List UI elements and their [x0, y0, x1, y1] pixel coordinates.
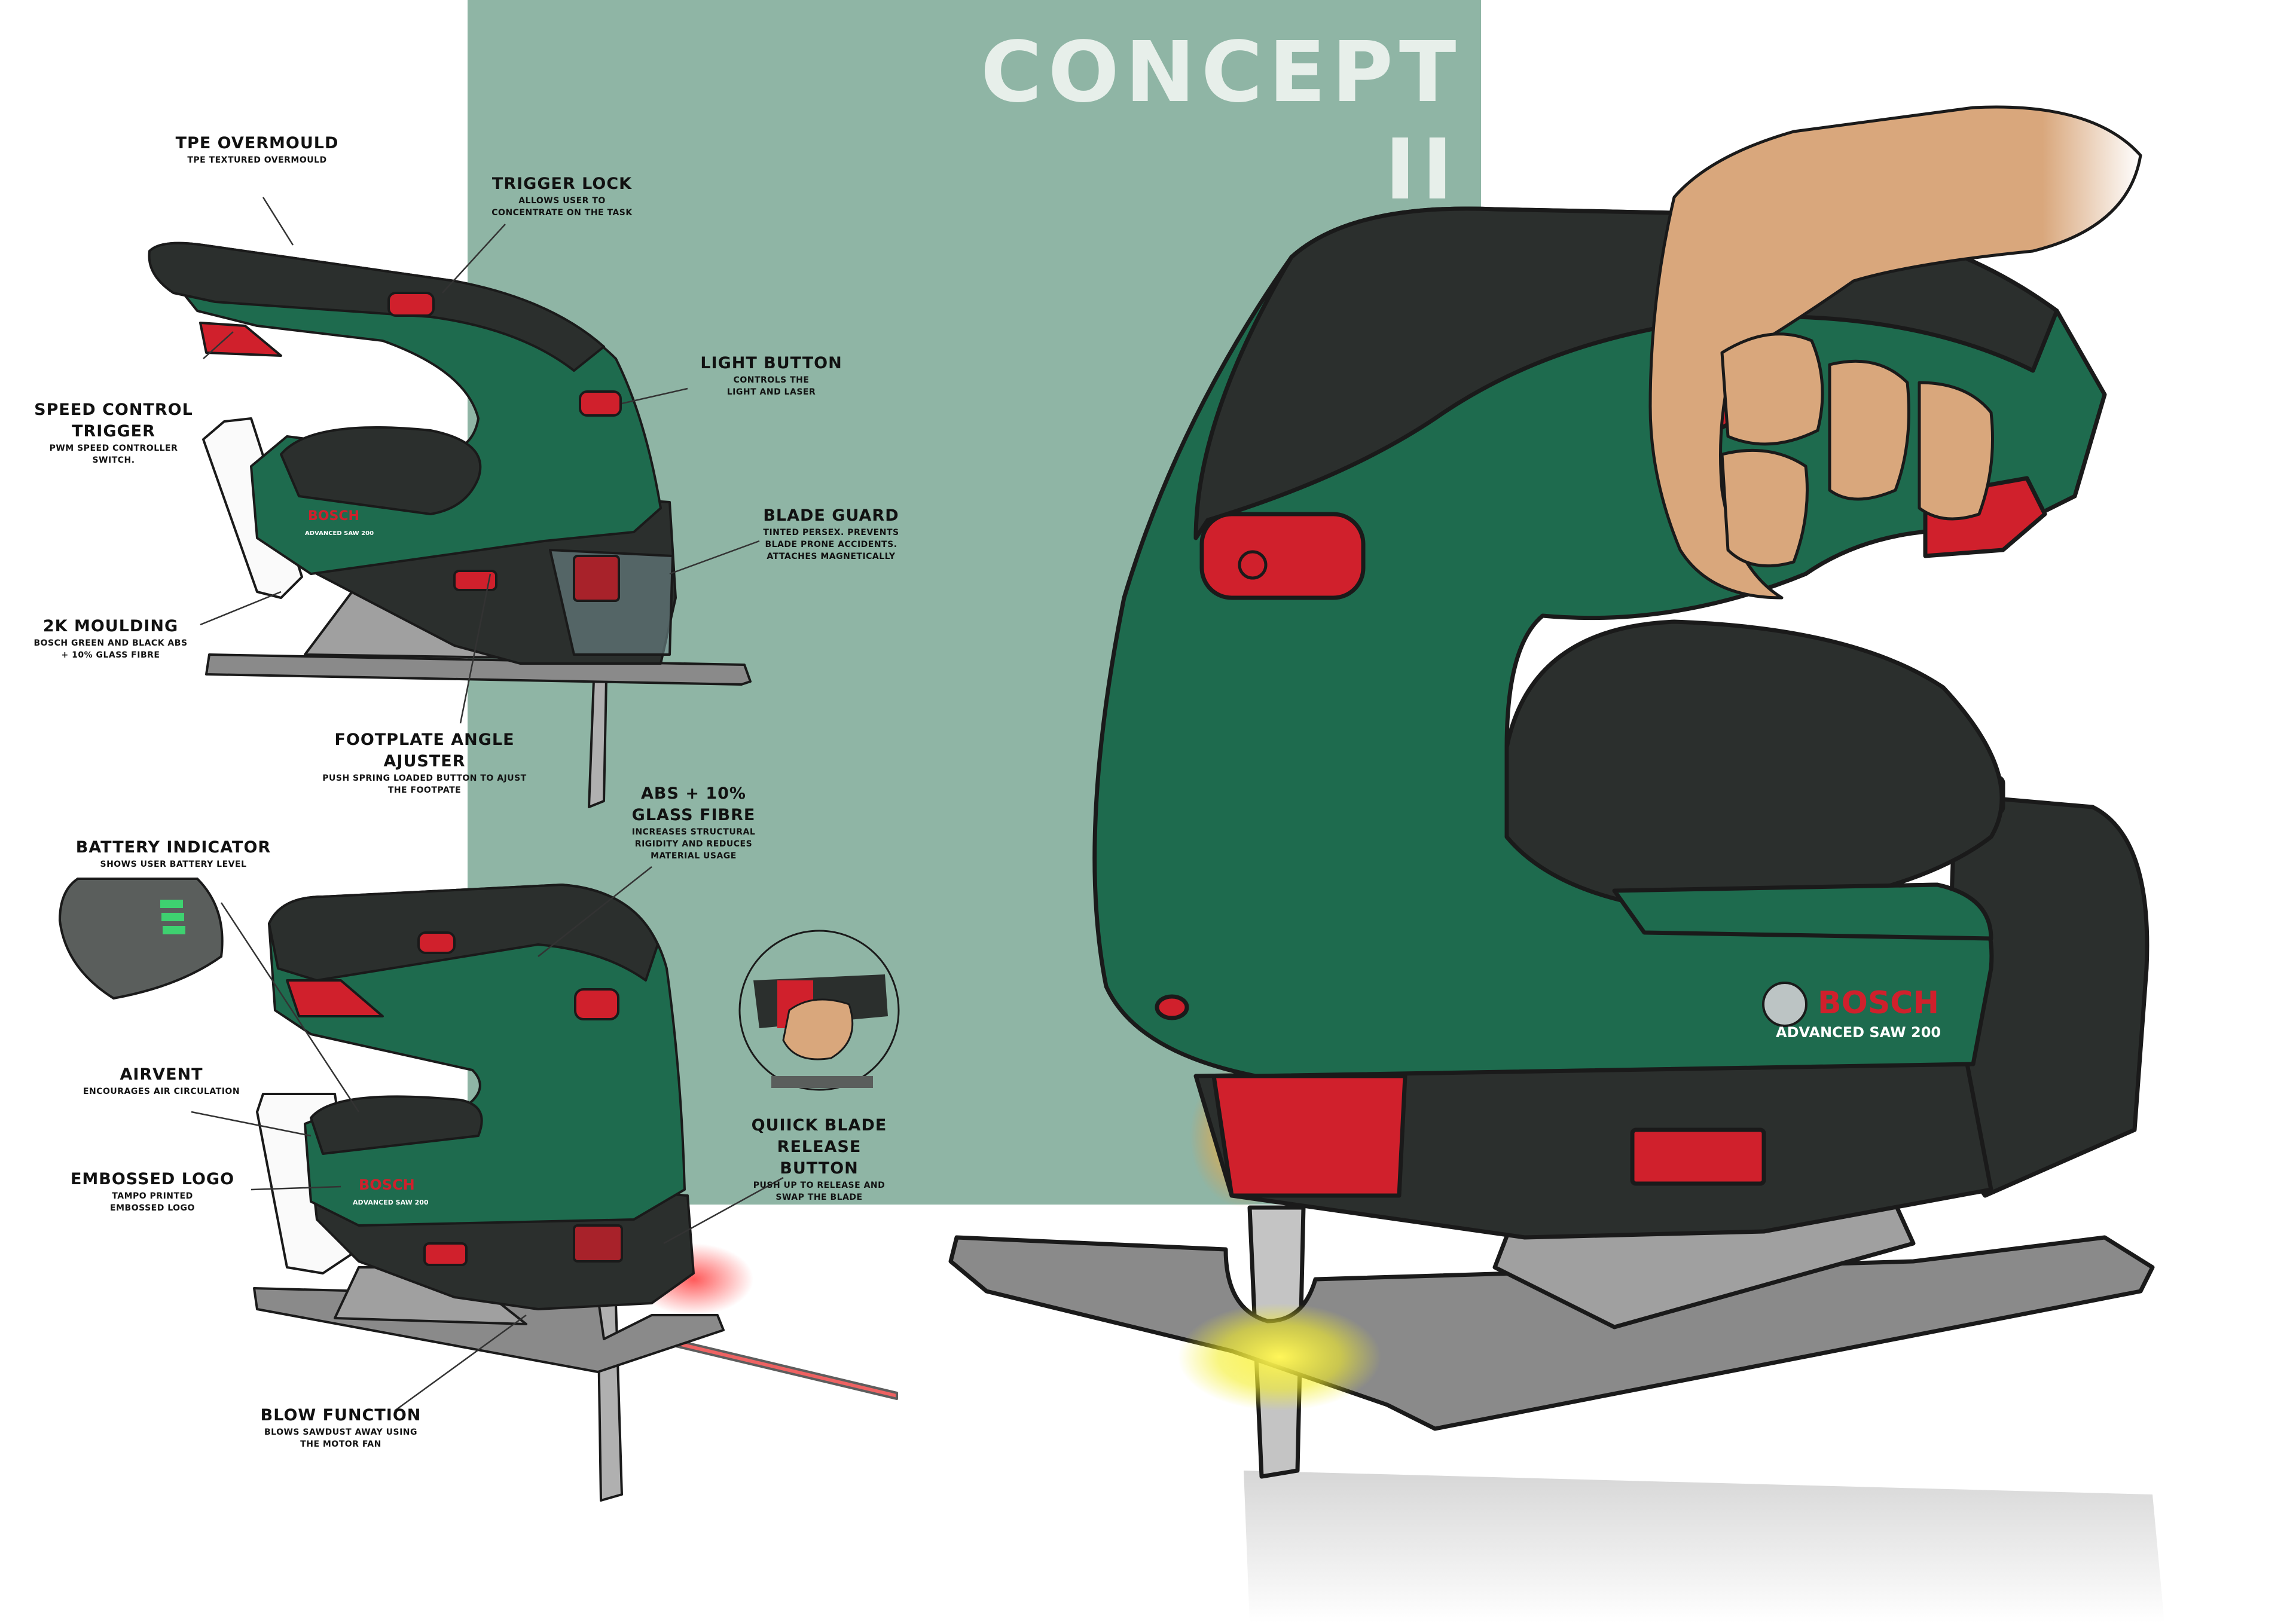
callout-desc: PWM SPEED CONTROLLER SWITCH. — [49, 444, 178, 465]
callout-speed-control: SPEED CONTROL TRIGGER PWM SPEED CONTROLL… — [24, 399, 203, 466]
trigger-lock — [387, 292, 435, 317]
callout-desc: PUSH SPRING LOADED BUTTON TO AJUST THE F… — [322, 774, 527, 795]
callout-desc: CONTROLS THE LIGHT AND LASER — [726, 375, 816, 397]
callout-title: TPE OVERMOULD — [175, 134, 339, 152]
callout-desc: ALLOWS USER TO CONCENTRATE ON THE TASK — [491, 196, 633, 218]
battery-indicator-housing — [58, 878, 224, 1000]
hero-handle-lip — [1612, 882, 1993, 941]
callout-footplate-angle: FOOTPLATE ANGLE AJUSTER PUSH SPRING LOAD… — [293, 729, 556, 796]
footplate — [205, 653, 752, 686]
footplate-adjuster — [453, 570, 497, 591]
inset-footplate — [771, 1076, 873, 1088]
callout-trigger-lock: TRIGGER LOCK ALLOWS USER TO CONCENTRATE … — [460, 173, 664, 219]
bottom-footplate-adjuster — [423, 1242, 468, 1266]
hero-logo-brand: BOSCH — [1818, 985, 1939, 1021]
hero-battery-pack — [1941, 793, 2150, 1198]
inset-finger — [782, 998, 854, 1060]
top-logo-brand: BOSCH — [308, 509, 359, 524]
top-logo-model: ADVANCED SAW 200 — [305, 530, 374, 537]
top-jigsaw — [148, 242, 752, 808]
bottom-top-grip — [268, 884, 659, 982]
bottom-quick-release — [573, 1224, 623, 1263]
bosch-armature-icon — [1762, 982, 1808, 1027]
callout-title: BATTERY INDICATOR — [75, 838, 271, 857]
hero-reflection — [1244, 1471, 2164, 1623]
callout-airvent: AIRVENT ENCOURAGES AIR CIRCULATION — [66, 1064, 257, 1098]
callout-desc: TAMPO PRINTED EMBOSSED LOGO — [110, 1191, 195, 1213]
callout-title: LIGHT BUTTON — [700, 354, 842, 372]
callout-desc: TINTED PERSEX. PREVENTS BLADE PRONE ACCI… — [763, 528, 899, 561]
callout-desc: BOSCH GREEN AND BLACK ABS + 10% GLASS FI… — [33, 638, 188, 660]
bottom-logo-model: ADVANCED SAW 200 — [353, 1199, 429, 1206]
callout-desc: TPE TEXTURED OVERMOULD — [187, 155, 327, 165]
callout-desc: ENCOURAGES AIR CIRCULATION — [83, 1087, 240, 1096]
callout-title: AIRVENT — [120, 1065, 203, 1084]
battery-outline — [202, 417, 303, 599]
callout-embossed-logo: EMBOSSED LOGO TAMPO PRINTED EMBOSSED LOG… — [60, 1169, 245, 1214]
callout-title: ABS + 10% GLASS FIBRE — [631, 784, 756, 824]
battery-bar-1 — [160, 900, 183, 908]
leader-lines — [191, 197, 784, 1412]
callout-light-button: LIGHT BUTTON CONTROLS THE LIGHT AND LASE… — [682, 353, 861, 398]
callout-blow-function: BLOW FUNCTION BLOWS SAWDUST AWAY USING T… — [239, 1405, 442, 1450]
callout-battery-indicator: BATTERY INDICATOR SHOWS USER BATTERY LEV… — [72, 837, 275, 870]
hand-finger-2 — [1828, 359, 1910, 501]
battery-indicator-detail — [58, 878, 224, 1000]
callout-title: BLOW FUNCTION — [260, 1406, 422, 1425]
hero-logo-model: ADVANCED SAW 200 — [1776, 1024, 1941, 1041]
bottom-logo-brand: BOSCH — [359, 1176, 415, 1193]
callout-desc: BLOWS SAWDUST AWAY USING THE MOTOR FAN — [264, 1428, 417, 1449]
callout-title: TRIGGER LOCK — [491, 175, 633, 193]
callout-title: BLADE GUARD — [763, 506, 899, 525]
battery-bar-3 — [163, 926, 185, 934]
light-button — [579, 390, 622, 417]
callout-title: QUIICK BLADE RELEASE BUTTON — [751, 1116, 887, 1178]
callout-tpe-overmould: TPE OVERMOULD TPE TEXTURED OVERMOULD — [149, 133, 365, 166]
callout-desc: SHOWS USER BATTERY LEVEL — [100, 860, 247, 869]
hero-blade-clamp — [1211, 1074, 1407, 1198]
page-title: CONCEPT II — [981, 24, 1463, 219]
battery-bar-2 — [161, 913, 184, 921]
hero-handle-opening — [1504, 619, 2004, 917]
top-grip — [148, 242, 605, 372]
speed-trigger — [199, 322, 282, 357]
hand — [1648, 105, 2142, 600]
hero-light-button — [1199, 512, 1366, 600]
callout-desc: INCREASES STRUCTURAL RIGIDITY AND REDUCE… — [631, 827, 756, 861]
bottom-handle-opening — [310, 1095, 483, 1155]
blade-clamp — [573, 555, 620, 602]
callout-desc: PUSH UP TO RELEASE AND SWAP THE BLADE — [753, 1181, 886, 1202]
callout-quick-release: QUIICK BLADE RELEASE BUTTON PUSH UP TO R… — [729, 1115, 909, 1203]
light-bulb-icon — [1238, 550, 1268, 580]
callout-title: EMBOSSED LOGO — [70, 1170, 235, 1188]
callout-2k-moulding: 2K MOULDING BOSCH GREEN AND BLACK ABS + … — [18, 616, 203, 661]
bottom-trigger-lock — [417, 931, 456, 954]
handle-opening — [280, 426, 482, 515]
hand-finger-3 — [1918, 381, 1994, 521]
quick-release-inset — [738, 930, 900, 1091]
hand-thumb — [1720, 448, 1809, 568]
bottom-light-button — [574, 988, 619, 1020]
callout-title: 2K MOULDING — [42, 617, 179, 635]
callout-title: SPEED CONTROL TRIGGER — [34, 401, 193, 441]
callout-abs-glass-fibre: ABS + 10% GLASS FIBRE INCREASES STRUCTUR… — [622, 783, 765, 862]
hero-airvent — [1155, 994, 1189, 1020]
bottom-jigsaw — [253, 884, 898, 1502]
hero-logo: BOSCH ADVANCED SAW 200 — [1762, 982, 1941, 1041]
hand-finger-1 — [1720, 332, 1824, 446]
callout-blade-guard: BLADE GUARD TINTED PERSEX. PREVENTS BLAD… — [741, 505, 921, 563]
work-light-glow — [1178, 1303, 1381, 1411]
hero-footplate-adjuster — [1630, 1127, 1766, 1186]
bottom-speed-trigger — [286, 979, 384, 1017]
callout-title: FOOTPLATE ANGLE AJUSTER — [334, 730, 515, 771]
